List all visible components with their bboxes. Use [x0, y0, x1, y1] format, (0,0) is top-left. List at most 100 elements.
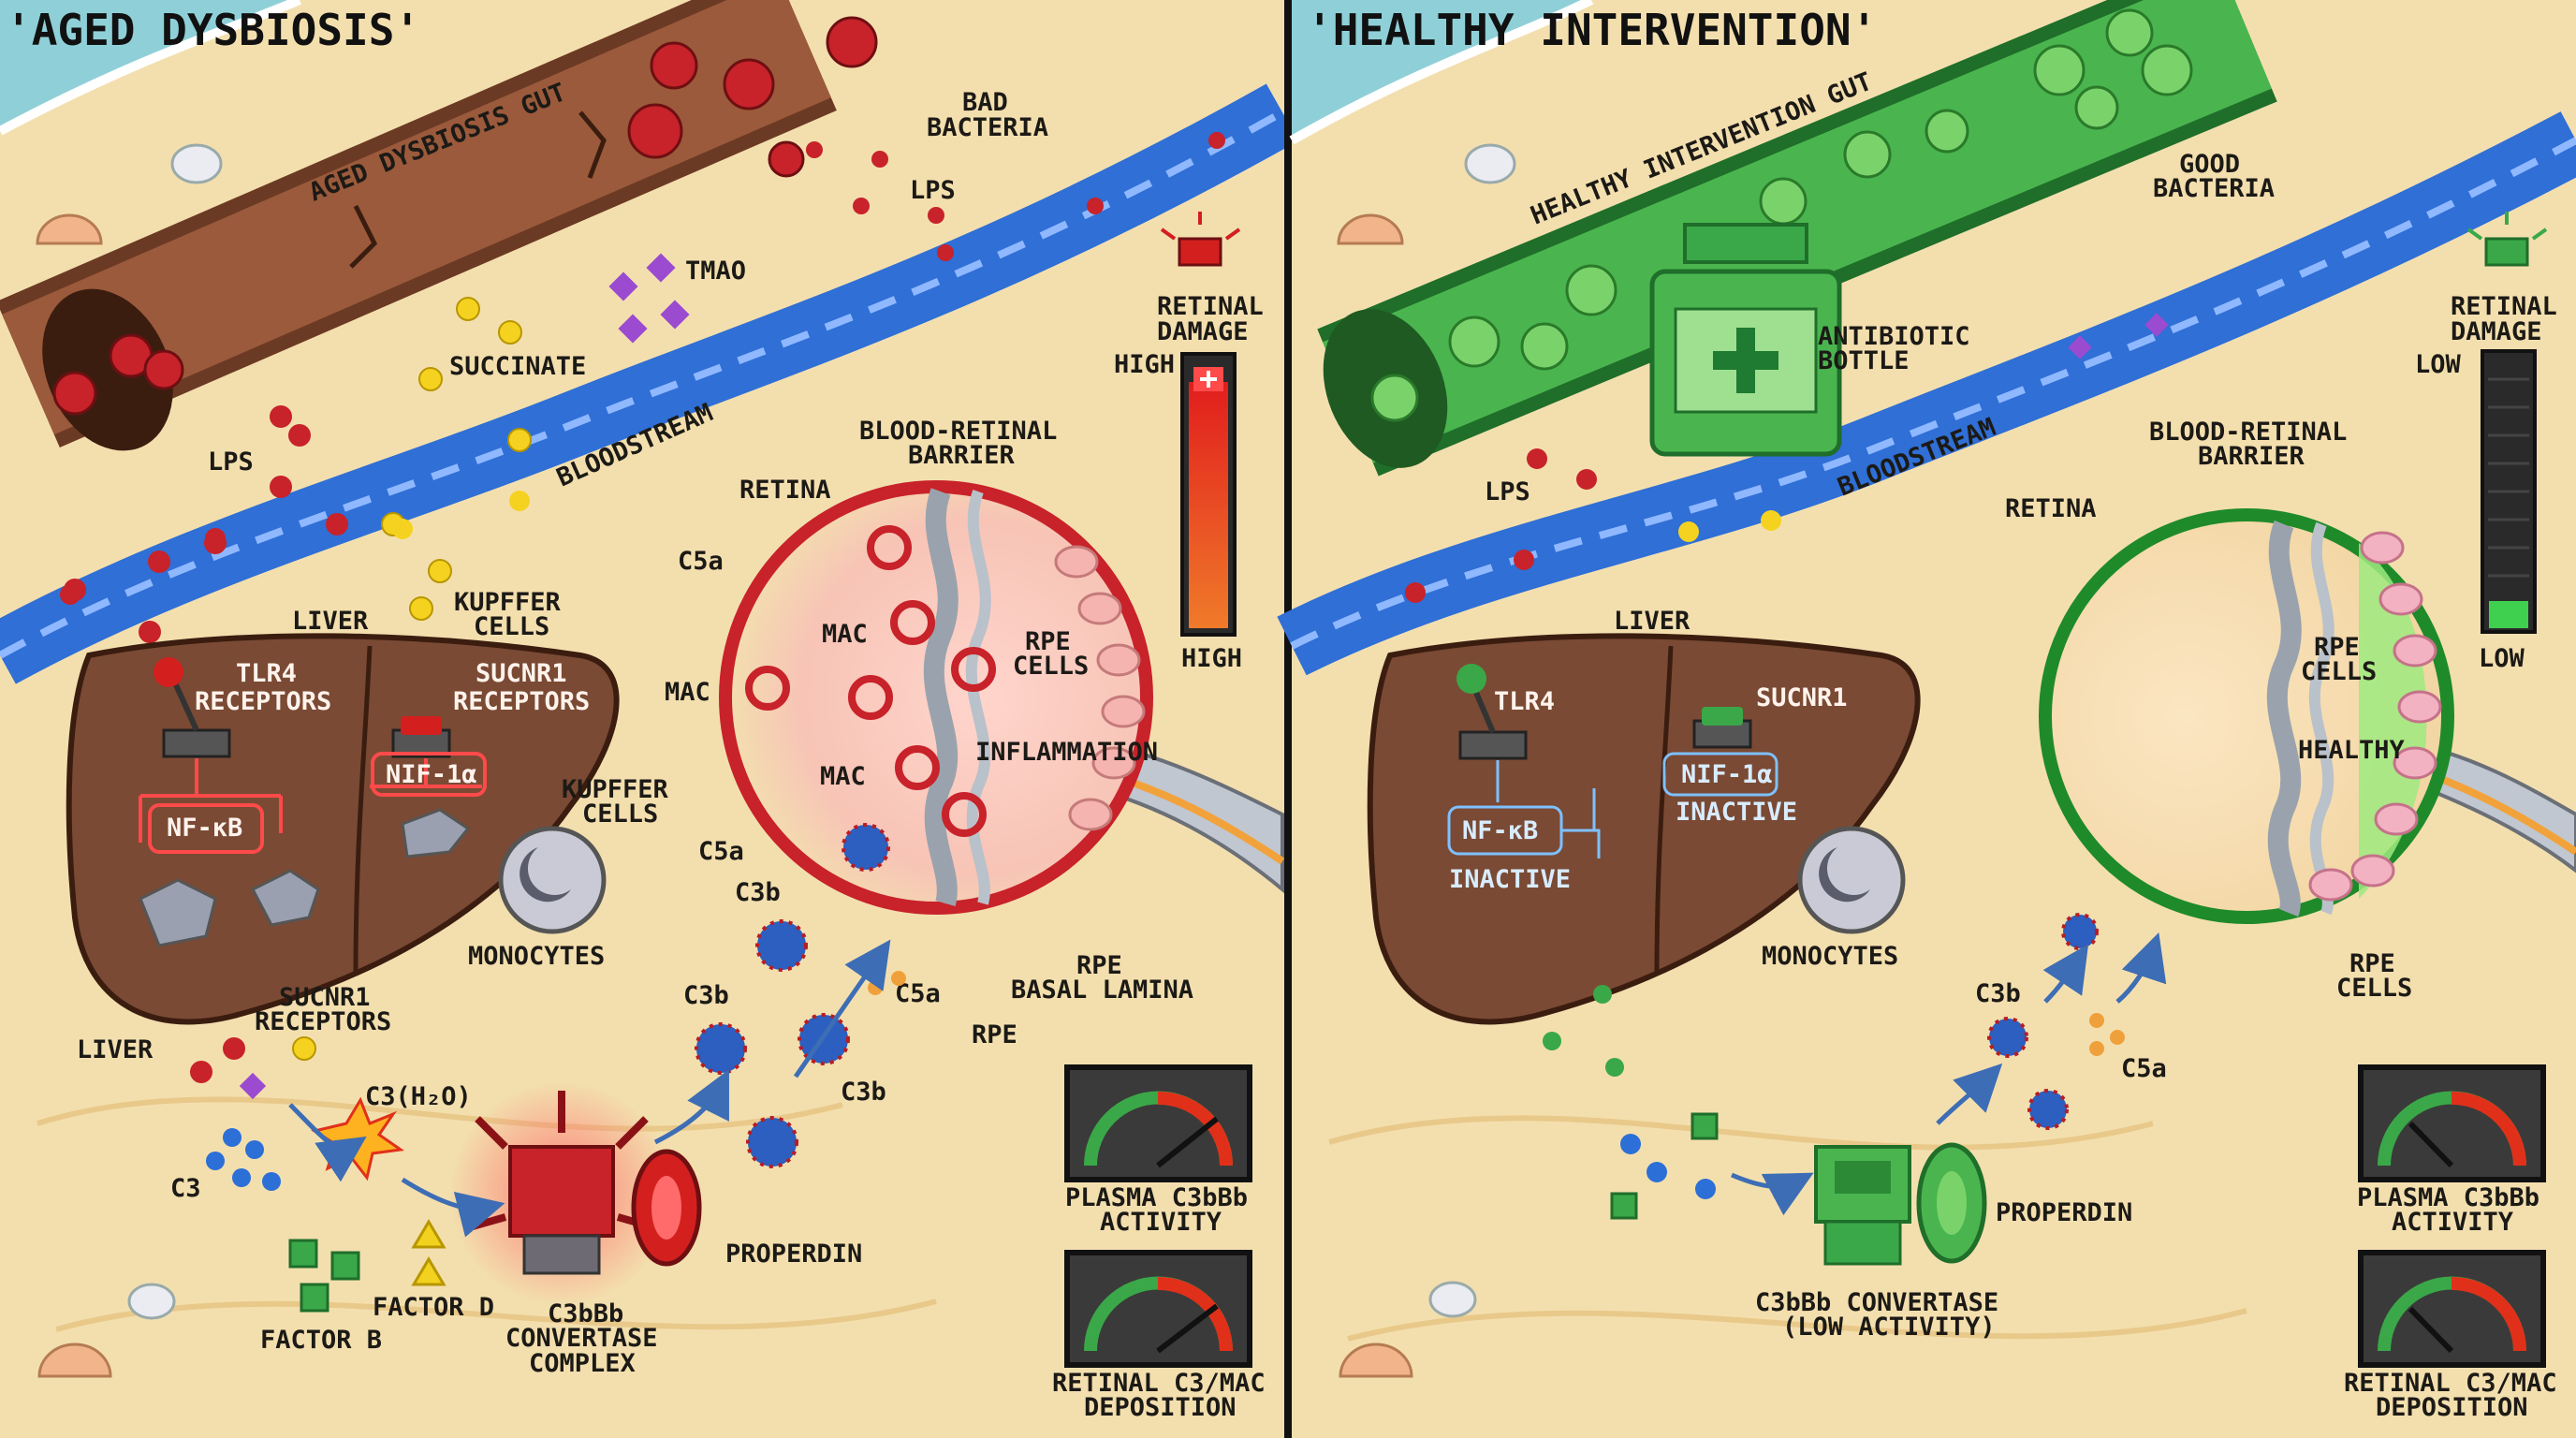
right-panel: BLOODSTREAM HEALTHY INTERVENTION GUT GOO… [1277, 0, 2576, 1438]
blood-particles [60, 491, 530, 605]
antibiotic-bottle-icon [1649, 223, 1842, 457]
meter-high-top: HIGH [1114, 350, 1175, 379]
blood-retinal-barrier-1: BLOOD-RETINAL [2149, 418, 2347, 447]
nfkb-state-label: INACTIVE [1449, 865, 1571, 894]
kupffer-mid-label-2: CELLS [582, 800, 658, 829]
c3b-label-2: C3b [683, 981, 729, 1010]
factor-d-label: FACTOR D [373, 1293, 494, 1322]
factor-d-triangles [411, 1219, 446, 1286]
nfkb-label: NF-κB [167, 814, 242, 843]
gauge-retinal-label-2: DEPOSITION [1084, 1393, 1237, 1422]
damage-meter-fill [1189, 382, 1228, 628]
gauge-retinal-label-1: RETINAL C3/MAC [1052, 1369, 1266, 1398]
blood-retinal-barrier-2: BARRIER [908, 441, 1016, 470]
rpe-basal-lamina-1: RPE [1076, 951, 1122, 980]
gauge-retinal-label-2: DEPOSITION [2376, 1393, 2528, 1422]
rpe-cells-top-1: RPE [2314, 633, 2360, 662]
kupffer-mid-label-1: KUPFFER [562, 775, 669, 804]
c5a-mid-label: C5a [698, 837, 744, 866]
rpe-label: RPE [972, 1020, 1017, 1049]
rpe-basal-lamina-2: BASAL LAMINA [1011, 976, 1193, 1005]
good-bacteria-label-1: GOOD [2179, 150, 2240, 179]
mac-label-1: MAC [822, 620, 868, 649]
mac-complexes [745, 525, 996, 837]
retinal-damage-label-2: DAMAGE [1157, 317, 1249, 346]
properdin-label: PROPERDIN [725, 1240, 862, 1269]
properdin-label: PROPERDIN [1996, 1198, 2132, 1227]
sucnr1-label-1: SUCNR1 [476, 659, 567, 688]
liver-healthy [1367, 633, 1921, 1025]
right-title: 'HEALTHY INTERVENTION' [1307, 5, 1877, 55]
sucnr1-bottom-label-1: SUCNR1 [279, 983, 371, 1012]
c3-label: C3 [170, 1174, 201, 1203]
rpe-cells-label-2: CELLS [1013, 652, 1089, 681]
monocytes-label: MONOCYTES [1762, 942, 1898, 971]
c3-molecules [206, 1128, 281, 1191]
retinal-damage-label-2: DAMAGE [2451, 317, 2542, 346]
sucnr1-label: SUCNR1 [1756, 683, 1848, 712]
panel-divider [1284, 0, 1292, 1438]
healthy-label: HEALTHY [2298, 736, 2406, 765]
mac-label-3: MAC [820, 762, 866, 791]
tlr4-label: TLR4 [1494, 687, 1555, 716]
plasma-gauge [2358, 1064, 2546, 1182]
good-bacteria [1370, 8, 2193, 422]
convertase-label-3: COMPLEX [529, 1349, 636, 1378]
c5a-top-label: C5a [678, 547, 724, 576]
nif-label: NIF-1α [386, 760, 477, 789]
gauge-plasma-label-2: ACTIVITY [1100, 1208, 1222, 1237]
left-panel: BLOODSTREAM AGED DYSBIOSIS GUT BAD BACTE… [0, 0, 1299, 1438]
shell-icon [1337, 143, 1516, 1378]
lps-label: LPS [1485, 477, 1530, 506]
c3h2o-label: C3(H₂O) [365, 1082, 472, 1111]
retinal-damage-meter [1160, 212, 1241, 637]
retinal-deposition-gauge [2358, 1250, 2546, 1368]
c3b-label-1: C3b [735, 878, 781, 907]
factor-b-squares [288, 1239, 360, 1313]
antibiotic-label-2: BOTTLE [1818, 346, 1910, 375]
antibiotic-label-1: ANTIBIOTIC [1818, 322, 1970, 351]
bloodstream-river [0, 83, 1299, 684]
convertase-label-2: CONVERTASE [505, 1324, 658, 1353]
plasma-gauge [1064, 1064, 1252, 1182]
nif-label: NIF-1α [1681, 760, 1773, 789]
convertase-label-1: C3bBb [548, 1299, 623, 1328]
rpe-cells-bottom-2: CELLS [2336, 974, 2412, 1003]
left-title: 'AGED DYSBIOSIS' [6, 5, 420, 55]
lps-left-label: LPS [208, 448, 254, 477]
c3b-label-3: C3b [841, 1078, 886, 1107]
shell-icon [36, 143, 223, 1378]
good-bacteria-label-2: BACTERIA [2153, 174, 2275, 203]
retinal-damage-meter [2466, 212, 2548, 634]
c3b-label: C3b [1975, 979, 2021, 1008]
inflammation-label: INFLAMMATION [975, 738, 1158, 767]
gauge-plasma-label-2: ACTIVITY [2392, 1208, 2514, 1237]
retina-healthy [2039, 508, 2576, 924]
rpe-cells-top-2: CELLS [2301, 657, 2377, 686]
bad-bacteria-label-2: BACTERIA [927, 113, 1048, 142]
rpe-cells-bottom-1: RPE [2349, 949, 2395, 978]
meter-high-bottom: HIGH [1181, 644, 1242, 673]
damage-meter-fill [2489, 601, 2528, 628]
blood-retinal-barrier-2: BARRIER [2198, 442, 2305, 471]
liver-top-label: LIVER [292, 607, 369, 636]
liver-inflamed [66, 633, 620, 1025]
kupffer-top-label-2: CELLS [474, 612, 549, 641]
c3bbb-convertase-low [1814, 1142, 1987, 1266]
retinal-damage-label-1: RETINAL [2451, 292, 2557, 321]
c3b-molecules [695, 823, 890, 1168]
c3bbb-convertase-complex [449, 1081, 702, 1306]
bad-bacteria [52, 16, 878, 416]
liver-label: LIVER [1614, 607, 1690, 636]
tmao-label: TMAO [685, 257, 746, 286]
blood-retinal-barrier-1: BLOOD-RETINAL [859, 417, 1057, 446]
nfkb-label: NF-κB [1462, 816, 1538, 845]
c5a-label: C5a [2121, 1054, 2167, 1083]
rpe-cells-label-1: RPE [1025, 627, 1071, 656]
mac-label-2: MAC [665, 678, 710, 707]
bad-bacteria-label-1: BAD [962, 88, 1008, 117]
retinal-damage-label-1: RETINAL [1157, 292, 1264, 321]
tlr4-switch [162, 728, 231, 758]
retinal-deposition-gauge [1064, 1250, 1252, 1368]
